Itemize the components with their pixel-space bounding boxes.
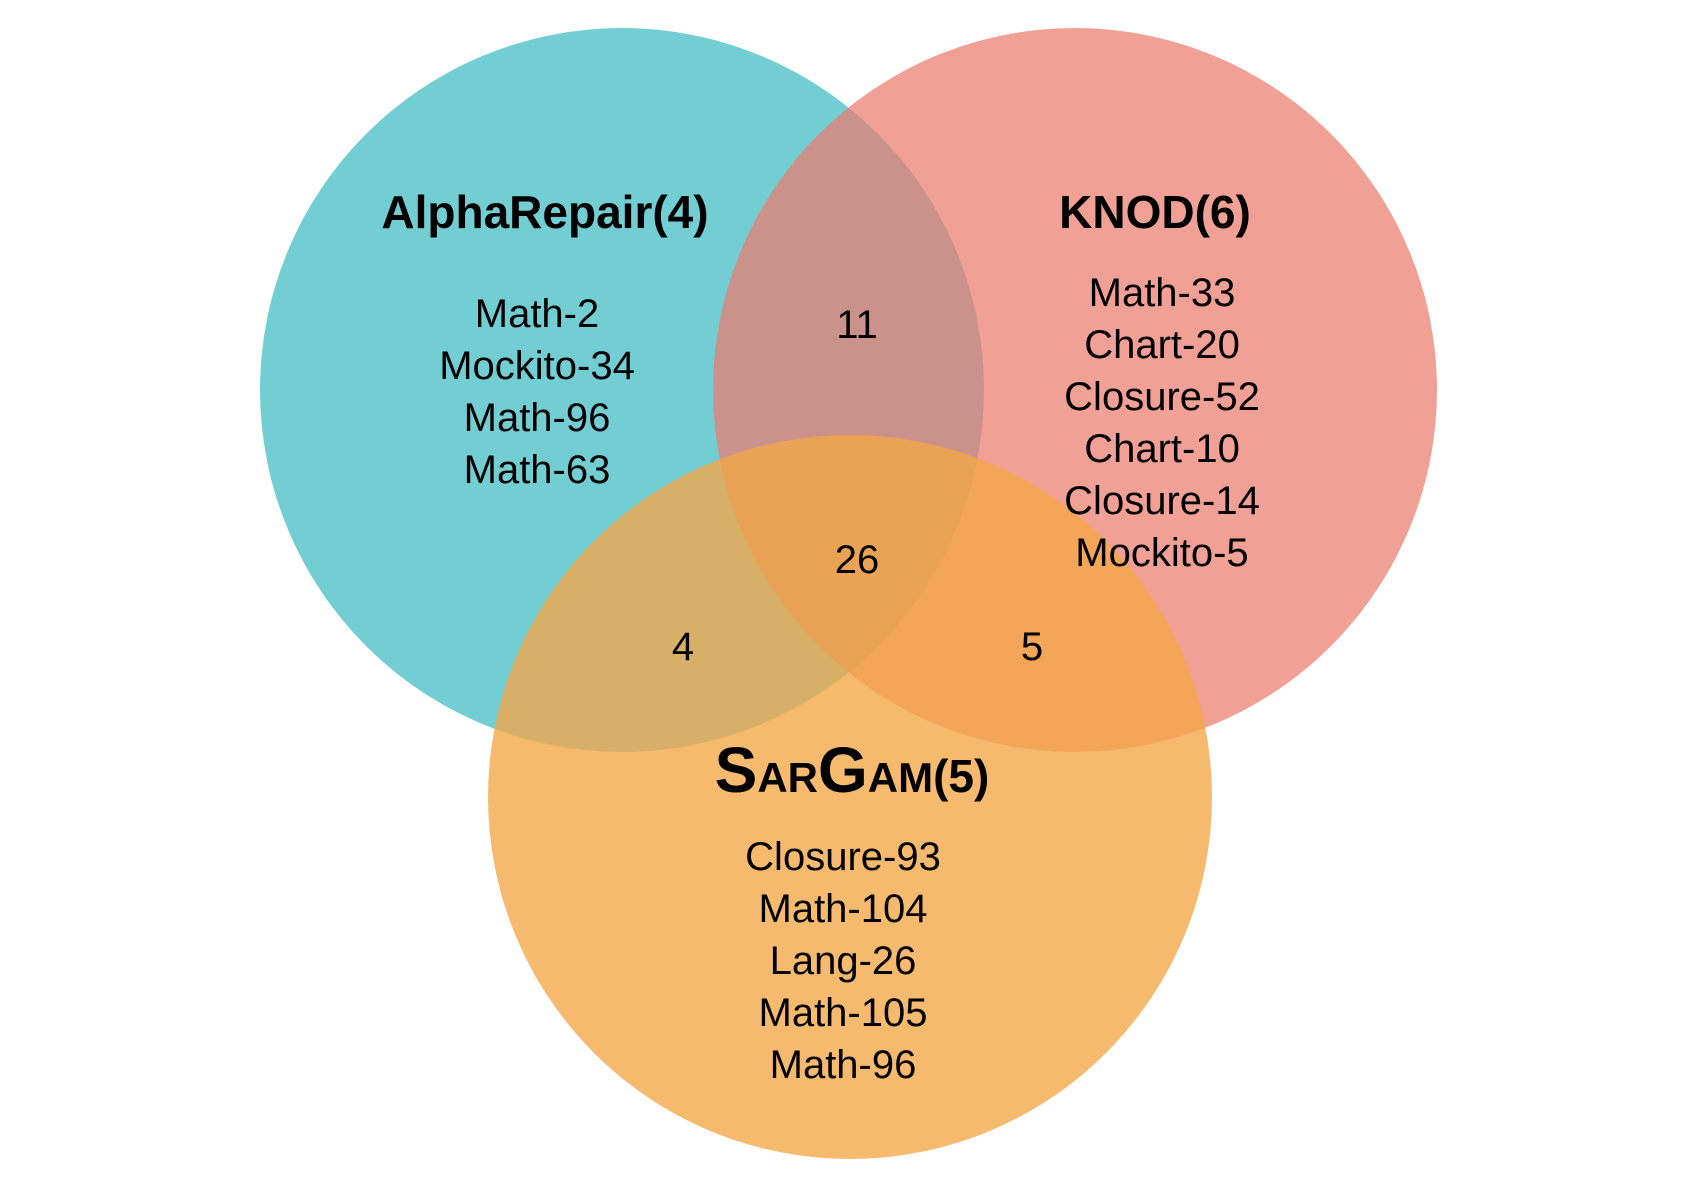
alpharepair-item: Math-2 bbox=[475, 292, 600, 336]
sargam-item: Math-96 bbox=[770, 1043, 917, 1087]
knod-sargam-count: 5 bbox=[1021, 625, 1043, 669]
sargam-circle bbox=[488, 435, 1212, 1159]
sargam-title: SARGAM(5) bbox=[715, 734, 990, 806]
sargam-item: Math-104 bbox=[759, 887, 928, 931]
sargam-item: Closure-93 bbox=[745, 835, 941, 879]
knod-item: Closure-14 bbox=[1064, 479, 1260, 523]
sargam-title-part: AR bbox=[757, 754, 818, 801]
alpharepair-knod-count: 11 bbox=[836, 303, 878, 347]
sargam-title-part: G bbox=[818, 734, 868, 806]
all-three-count: 26 bbox=[835, 538, 880, 582]
alpharepair-item: Mockito-34 bbox=[439, 344, 635, 388]
alpharepair-item: Math-96 bbox=[464, 396, 611, 440]
sargam-item: Math-105 bbox=[759, 991, 928, 1035]
alpharepair-item: Math-63 bbox=[464, 448, 611, 492]
sargam-title-part: AM bbox=[868, 754, 933, 801]
knod-title: KNOD(6) bbox=[1059, 186, 1251, 238]
knod-item: Mockito-5 bbox=[1075, 531, 1248, 575]
alpharepair-items: Math-2 Mockito-34 Math-96 Math-63 bbox=[439, 292, 635, 492]
knod-item: Chart-10 bbox=[1084, 427, 1240, 471]
alpharepair-sargam-count: 4 bbox=[672, 625, 694, 669]
sargam-item: Lang-26 bbox=[770, 939, 917, 983]
alpharepair-title: AlphaRepair(4) bbox=[381, 186, 708, 238]
knod-item: Math-33 bbox=[1089, 271, 1236, 315]
sargam-title-part: S bbox=[715, 734, 758, 806]
knod-item: Chart-20 bbox=[1084, 323, 1240, 367]
knod-item: Closure-52 bbox=[1064, 375, 1260, 419]
sargam-items: Closure-93 Math-104 Lang-26 Math-105 Mat… bbox=[745, 835, 941, 1087]
sargam-title-part: (5) bbox=[933, 750, 989, 802]
knod-items: Math-33 Chart-20 Closure-52 Chart-10 Clo… bbox=[1064, 271, 1260, 575]
